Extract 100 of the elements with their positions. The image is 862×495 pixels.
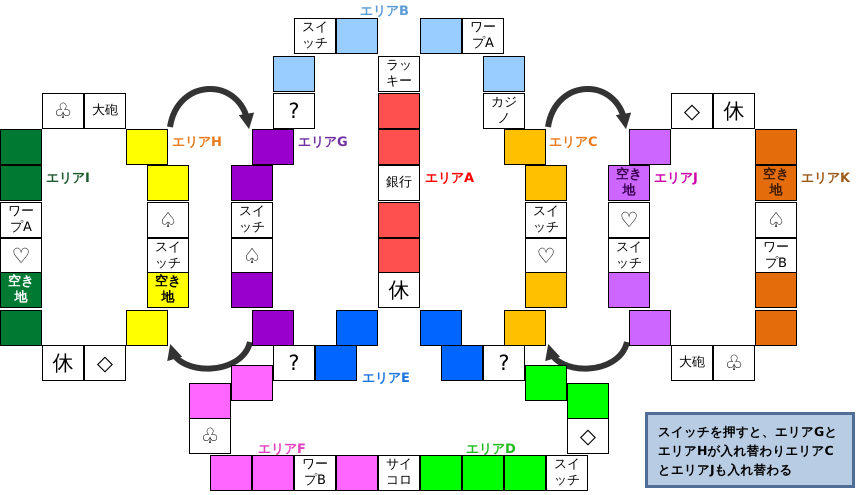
square-label: スイッチ: [301, 20, 329, 52]
board-square: [273, 345, 315, 381]
board-square: [378, 272, 420, 308]
note-box: [645, 412, 855, 488]
board-square: [608, 202, 650, 238]
square-label: ワープB: [762, 240, 790, 272]
board-square: [189, 418, 231, 454]
board-square: [294, 455, 336, 491]
board-square: [210, 455, 252, 491]
square-label: ♤: [766, 208, 786, 232]
area-label: エリアH: [172, 134, 222, 151]
board-square: [231, 272, 273, 308]
board-square: [755, 238, 797, 274]
board-square: [378, 129, 420, 165]
square-label: ラッキー: [385, 58, 413, 90]
board-square: [483, 345, 525, 381]
board-square: [378, 165, 420, 201]
board-square: [483, 56, 525, 92]
square-label: ♡: [536, 244, 556, 268]
square-label: ♡: [620, 208, 638, 232]
area-label: エリアA: [425, 170, 474, 187]
swap-arrow: [545, 86, 630, 129]
board-square: [231, 238, 273, 274]
square-label: スイッチ: [154, 240, 182, 272]
board-square: [336, 18, 378, 54]
board-square: [252, 455, 294, 491]
square-label: 空き地: [154, 274, 182, 306]
board-square: [567, 383, 609, 419]
square-label: 大砲: [679, 355, 705, 371]
board-square: [420, 18, 462, 54]
board-square: [0, 129, 42, 165]
board-square: [504, 455, 546, 491]
square-label: ワープA: [7, 204, 35, 236]
board-square: [546, 455, 588, 491]
area-label: エリアG: [298, 134, 348, 151]
area-label: エリアJ: [654, 170, 698, 187]
board-square: [629, 129, 671, 165]
square-label: 空き地: [615, 167, 643, 199]
board-square: [0, 202, 42, 238]
board-square: [525, 365, 567, 401]
square-label: スイッチ: [553, 457, 581, 489]
board-square: [273, 93, 315, 129]
board-square: [273, 56, 315, 92]
board-square: [378, 238, 420, 274]
area-label: エリアI: [46, 170, 90, 187]
board-square: [504, 310, 546, 346]
board-square: [671, 93, 713, 129]
board-square: [84, 345, 126, 381]
board-square: [462, 18, 504, 54]
board-square: [567, 418, 609, 454]
square-label: 空き地: [7, 274, 35, 306]
board-square: [755, 272, 797, 308]
board-square: [441, 345, 483, 381]
board-square: [755, 165, 797, 201]
note-text: スイッチを押すと、エリアGとエリアHが入れ替わりエリアCとエリアJも入れ替わる: [658, 422, 838, 478]
board-square: [755, 202, 797, 238]
board-square: [126, 310, 168, 346]
square-label: ♤: [158, 208, 178, 232]
board-square: [147, 272, 189, 308]
board-square: [336, 455, 378, 491]
board-square: [525, 272, 567, 308]
square-label: ♧: [200, 424, 220, 448]
board-square: [252, 310, 294, 346]
square-label: ワープA: [469, 20, 497, 52]
swap-arrow: [547, 340, 630, 372]
board-square: [147, 202, 189, 238]
board-square: [315, 345, 357, 381]
square-label: ワープB: [301, 457, 329, 489]
board-square: [713, 93, 755, 129]
board-square: [0, 165, 42, 201]
board-square: [0, 310, 42, 346]
board-square: [42, 345, 84, 381]
board-square: [378, 56, 420, 92]
square-label: ♡: [12, 244, 30, 268]
area-label: エリアF: [258, 441, 306, 458]
board-square: [525, 202, 567, 238]
square-label: 銀行: [386, 175, 412, 191]
square-label: ◇: [684, 99, 700, 123]
board-square: [336, 310, 378, 346]
board-square: [126, 129, 168, 165]
board-square: [0, 272, 42, 308]
board-square: [629, 310, 671, 346]
square-label: ◇: [580, 424, 596, 448]
board-square: [462, 455, 504, 491]
square-label: カジノ: [490, 95, 518, 127]
board-square: [755, 129, 797, 165]
board-square: [608, 272, 650, 308]
square-label: 休: [52, 351, 74, 375]
board-square: [84, 93, 126, 129]
board-square: [189, 383, 231, 419]
square-label: ♤: [242, 244, 262, 268]
square-label: スイッチ: [615, 240, 643, 272]
board-square: [147, 165, 189, 201]
area-label: エリアD: [466, 441, 516, 458]
board-square: [755, 310, 797, 346]
board-square: [483, 93, 525, 129]
board-square: [713, 345, 755, 381]
square-label: ?: [498, 351, 510, 375]
square-label: 休: [724, 99, 744, 123]
swap-arrow: [167, 86, 253, 129]
